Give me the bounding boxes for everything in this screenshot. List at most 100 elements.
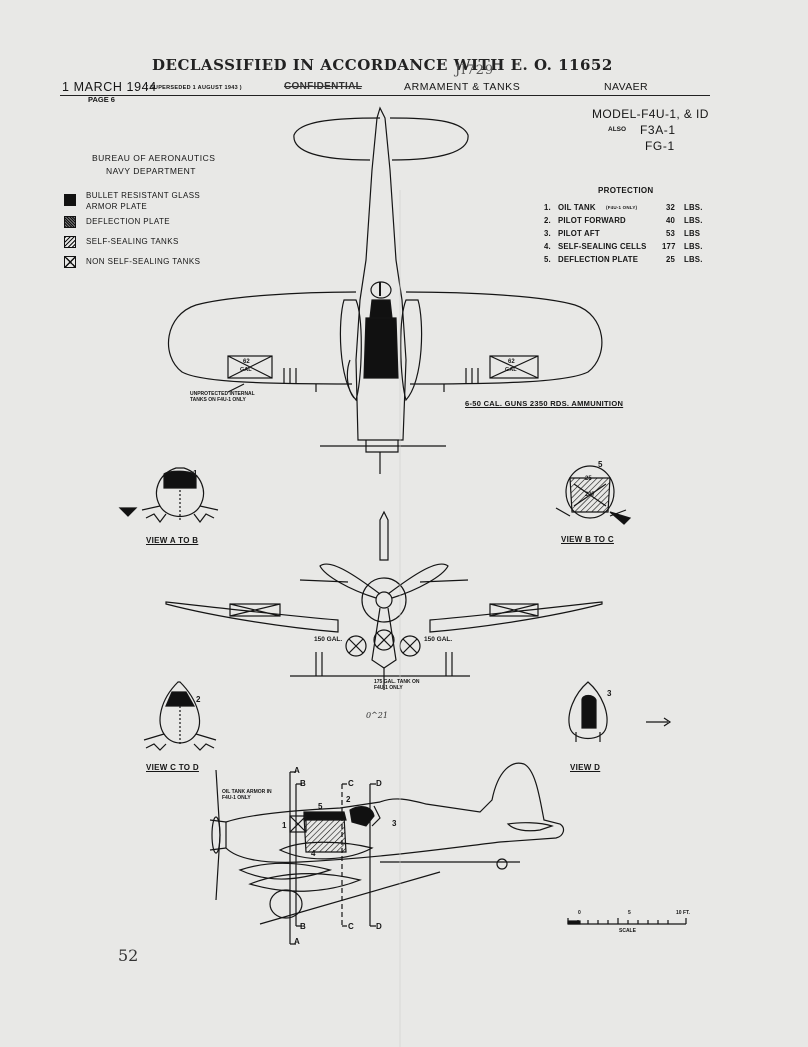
row-note: (F4U-1 ONLY) [606, 205, 638, 210]
section-d-bottom: D [376, 922, 383, 931]
bureau-line-2: NAVY DEPARTMENT [106, 166, 196, 176]
legend-label-non-self-sealing: NON SELF-SEALING TANKS [86, 257, 201, 266]
protection-row: 1. OIL TANK (F4U-1 ONLY) 32 LBS. [544, 203, 708, 213]
model-also-1: F3A-1 [640, 123, 676, 137]
model-also-label: ALSO [608, 126, 627, 133]
protection-row: 2. PILOT FORWARD 40 LBS. [544, 216, 708, 226]
scale-label: SCALE [619, 928, 636, 934]
header-rule [60, 95, 710, 97]
protection-row: 5. DEFLECTION PLATE 25 LBS. [544, 255, 708, 265]
model-also-2: FG-1 [645, 139, 675, 153]
legend-label-armor-1: BULLET RESISTANT GLASS [86, 191, 201, 200]
wing-tank-left-value: 62 [243, 359, 250, 365]
section-d-top: D [376, 779, 383, 788]
section-a-top: A [294, 766, 301, 775]
declassified-stamp: DECLASSIFIED IN ACCORDANCE WITH E. O. 11… [152, 56, 613, 74]
row-item: DEFLECTION PLATE [558, 255, 639, 264]
row-item: PILOT FORWARD [558, 216, 626, 225]
section-b-top: B [300, 779, 307, 788]
section-c-top: C [348, 779, 355, 788]
row-item: OIL TANK [558, 203, 596, 212]
document-code: NAVAER [604, 81, 649, 93]
row-value: 32 [666, 203, 676, 212]
side-callout-2: 2 [346, 795, 351, 804]
drop-tank-right-label: 150 GAL. [424, 636, 453, 643]
view-c-callout-2: 2 [196, 695, 201, 704]
solid-black-square-icon [64, 194, 76, 206]
protection-title: PROTECTION [598, 186, 654, 195]
view-d-callout-3: 3 [607, 689, 612, 698]
row-unit: LBS [684, 229, 701, 238]
row-num: 1. [544, 203, 551, 212]
row-num: 5. [544, 255, 551, 264]
section-title: ARMAMENT & TANKS [404, 81, 521, 93]
guns-note: 6-50 CAL. GUNS 2350 RDS. AMMUNITION [465, 399, 624, 408]
legend-label-deflection: DEFLECTION PLATE [86, 217, 171, 226]
wing-tank-left-unit: GAL [240, 367, 252, 373]
oil-tank-armor-note: OIL TANK ARMOR IN F4U-1 ONLY [222, 789, 272, 801]
scale-tick-5: 5 [628, 910, 631, 916]
legend-label-self-sealing: SELF-SEALING TANKS [86, 237, 179, 246]
view-a-to-b-label: VIEW A TO B [146, 536, 199, 545]
superseded-note: ( SUPERSEDED 1 AUGUST 1943 ) [146, 85, 242, 91]
row-num: 4. [544, 242, 551, 251]
side-callout-5: 5 [318, 802, 323, 811]
wing-tank-right-unit: GAL [505, 367, 517, 373]
view-c-to-d-label: VIEW C TO D [146, 763, 199, 772]
scale-tick-10: 10 FT. [676, 910, 690, 916]
hatched-square-icon [64, 236, 76, 248]
model-primary: MODEL-F4U-1, & ID [592, 107, 709, 121]
scale-bar [567, 918, 687, 925]
row-unit: LBS. [684, 242, 703, 251]
page-label: PAGE 6 [88, 95, 115, 104]
row-value: 53 [666, 229, 676, 238]
classification-marking: CONFIDENTIAL [284, 81, 363, 92]
stamp-overprint: Jl729 [455, 63, 495, 78]
view-b-tank-value-2: 237 [585, 492, 596, 498]
row-num: 3. [544, 229, 551, 238]
view-c-to-d-drawing [143, 681, 217, 751]
stippled-square-icon [64, 216, 76, 228]
row-item: SELF-SEALING CELLS [558, 242, 647, 251]
wing-tank-right-value: 62 [508, 359, 515, 365]
view-b-to-c-drawing [555, 465, 632, 525]
side-callout-3: 3 [392, 819, 397, 828]
drop-tank-left-label: 150 GAL. [314, 636, 343, 643]
row-value: 40 [666, 216, 676, 225]
row-unit: LBS. [684, 255, 703, 264]
legend-label-armor-2: ARMOR PLATE [86, 202, 148, 211]
section-c-bottom: C [348, 922, 355, 931]
document-date: 1 MARCH 1944 [62, 80, 157, 94]
scale-tick-0: 0 [578, 910, 581, 916]
row-value: 25 [666, 255, 676, 264]
crossed-square-icon [64, 256, 76, 268]
section-a-bottom: A [294, 937, 301, 946]
section-b-bottom: B [300, 922, 307, 931]
view-b-callout-5: 5 [598, 460, 603, 469]
side-view-drawing [209, 762, 565, 945]
side-callout-1: 1 [282, 821, 287, 830]
view-a-callout-1: 1 [193, 469, 198, 478]
side-callout-4: 4 [311, 849, 316, 858]
row-unit: LBS. [684, 216, 703, 225]
protection-row: 3. PILOT AFT 53 LBS [544, 229, 708, 239]
protection-row: 4. SELF-SEALING CELLS 177 LBS. [544, 242, 708, 252]
center-tank-note: 175 GAL. TANK ON F4U-1 ONLY [374, 679, 420, 691]
handwritten-mark: 0^21 [366, 711, 388, 720]
page-number: 52 [118, 946, 139, 965]
row-unit: LBS. [684, 203, 703, 212]
row-value: 177 [662, 242, 676, 251]
row-num: 2. [544, 216, 551, 225]
bureau-line-1: BUREAU OF AERONAUTICS [92, 153, 216, 163]
view-d-label: VIEW D [570, 763, 601, 772]
row-item: PILOT AFT [558, 229, 600, 238]
view-b-to-c-label: VIEW B TO C [561, 535, 614, 544]
view-d-drawing [568, 681, 672, 742]
front-view-drawing [165, 510, 603, 690]
view-b-tank-value-1: 25 [585, 476, 592, 482]
view-a-to-b-drawing [118, 467, 219, 523]
plan-view-drawing [168, 106, 603, 474]
unprotected-tanks-note: UNPROTECTED INTERNAL TANKS ON F4U-1 ONLY [190, 391, 255, 403]
